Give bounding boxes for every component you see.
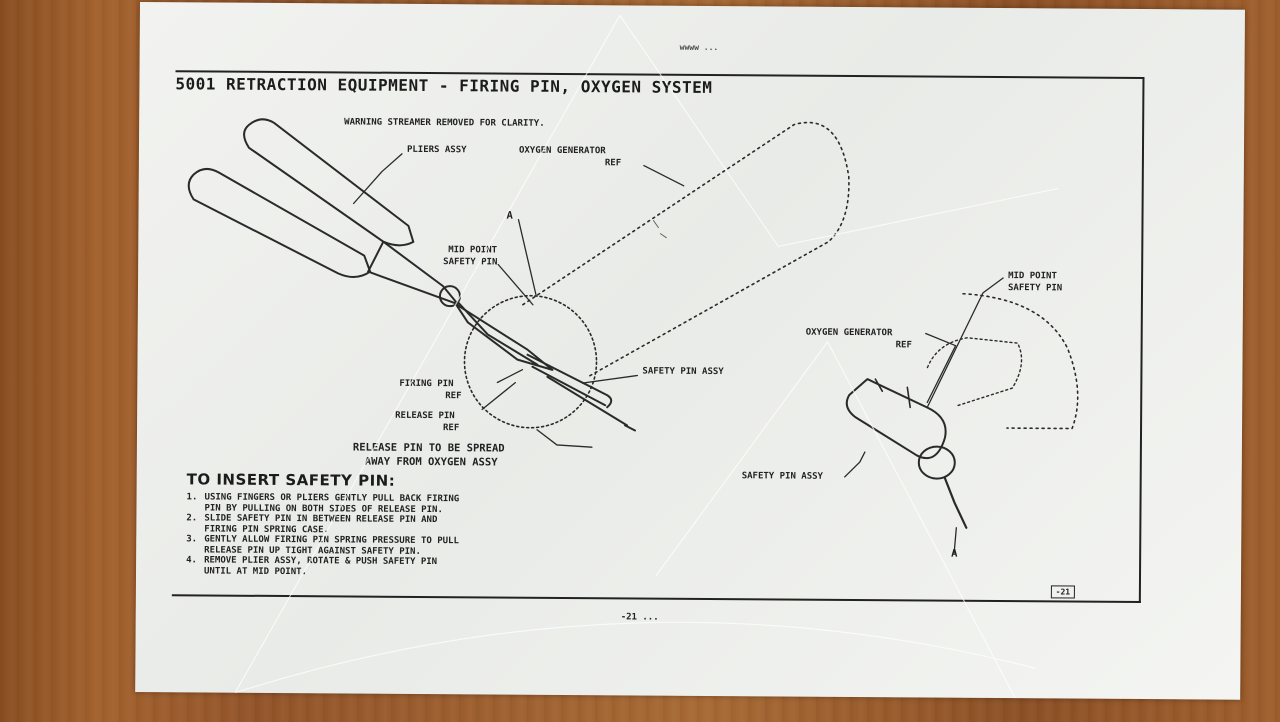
label-release-note-1: RELEASE PIN TO BE SPREAD bbox=[352, 441, 505, 455]
pliers-lower-handle bbox=[187, 167, 372, 279]
label-pliers-assy: PLIERS ASSY bbox=[406, 144, 467, 156]
page-number-box: -21 bbox=[1050, 585, 1075, 599]
label-release-pin-ref: REF bbox=[442, 423, 460, 434]
label-oxygen-generator-ref: REF bbox=[604, 158, 622, 169]
label-mid-point-detail: MID POINT bbox=[1008, 271, 1057, 282]
instructions-list: 1. USING FINGERS OR PLIERS GENTLY PULL B… bbox=[186, 492, 547, 579]
paper-sheet: wwww ... 5001 RETRACTION EQUIPMENT - FIR… bbox=[135, 2, 1245, 700]
label-firing-pin-ref: REF bbox=[445, 391, 462, 402]
label-oxygen-generator: OXYGEN GENERATOR bbox=[518, 145, 606, 157]
oxygen-generator-outline bbox=[522, 121, 850, 378]
label-release-pin: RELEASE PIN bbox=[395, 410, 455, 422]
pliers-upper-handle bbox=[243, 118, 415, 247]
pliers-joint bbox=[367, 240, 459, 306]
label-view-a-detail: A bbox=[951, 547, 958, 560]
instruction-item: 3. GENTLY ALLOW FIRING PIN SPRING PRESSU… bbox=[186, 534, 459, 557]
technical-drawing bbox=[187, 118, 1079, 554]
label-firing-pin: FIRING PIN bbox=[399, 378, 454, 390]
footer-page-number: -21 ... bbox=[620, 612, 659, 623]
note-warning-streamer: WARNING STREAMER REMOVED FOR CLARITY. bbox=[344, 117, 545, 129]
label-mid-point: MID POINT bbox=[448, 245, 498, 256]
label-safety-pin: SAFETY PIN bbox=[443, 257, 498, 268]
label-safety-pin-detail: SAFETY PIN bbox=[1007, 283, 1063, 294]
oxygen-generator-detail bbox=[962, 292, 1079, 430]
instruction-item: 2. SLIDE SAFETY PIN IN BETWEEN RELEASE P… bbox=[186, 513, 438, 535]
label-oxygen-generator-detail: OXYGEN GENERATOR bbox=[805, 327, 893, 339]
instruction-item: 1. USING FINGERS OR PLIERS GENTLY PULL B… bbox=[186, 492, 460, 515]
label-safety-pin-assy: SAFETY PIN ASSY bbox=[642, 366, 724, 378]
label-safety-pin-assy-detail: SAFETY PIN ASSY bbox=[741, 471, 824, 482]
label-view-a: A bbox=[506, 209, 513, 222]
instructions-title: TO INSERT SAFETY PIN: bbox=[186, 470, 396, 490]
label-release-note-2: AWAY FROM OXYGEN ASSY bbox=[364, 455, 498, 469]
instruction-item: 4. REMOVE PLIER ASSY, ROTATE & PUSH SAFE… bbox=[186, 555, 438, 577]
label-oxygen-generator-detail-ref: REF bbox=[895, 340, 912, 351]
